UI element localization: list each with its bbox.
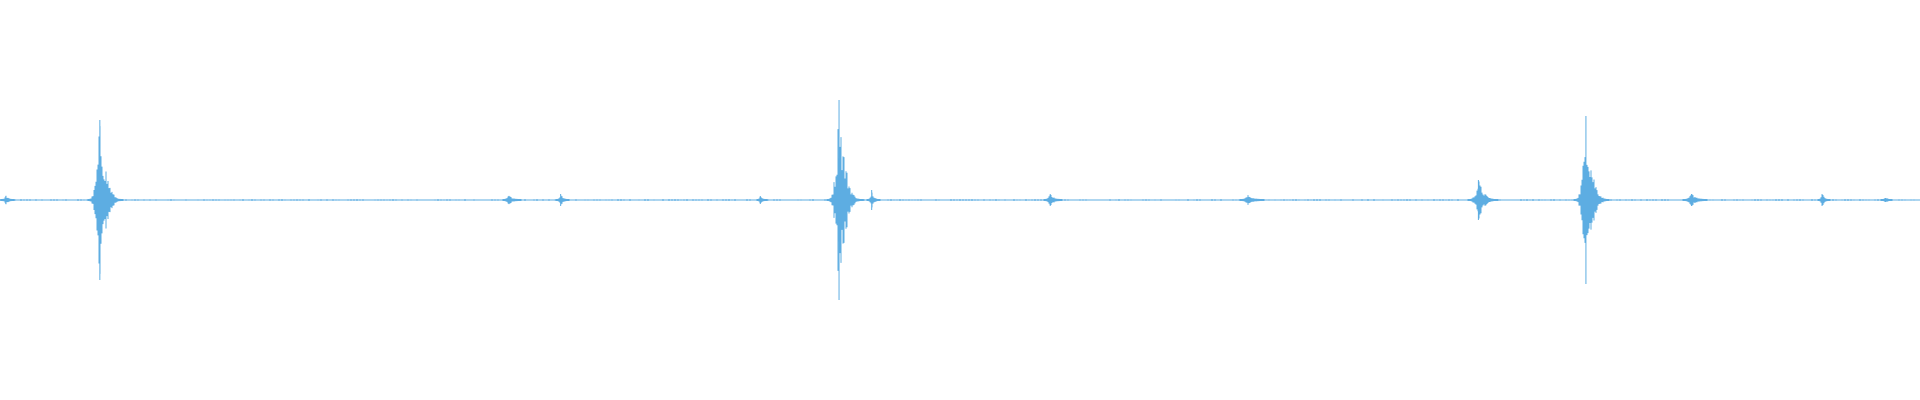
waveform-event-11: [1682, 194, 1708, 206]
waveform-event-1: [87, 120, 124, 280]
waveform-event-3: [555, 194, 570, 206]
waveform-event-13: [1881, 198, 1893, 202]
waveform-peaks: [0, 100, 1918, 300]
waveform-event-6: [866, 190, 881, 210]
waveform-event-7: [1043, 194, 1063, 206]
waveform-event-4: [756, 196, 768, 204]
waveform-event-12: [1817, 194, 1831, 206]
waveform-event-8: [1239, 195, 1265, 205]
waveform-event-0: [0, 195, 15, 205]
waveform-event-2: [502, 195, 522, 205]
waveform-event-9: [1467, 180, 1499, 220]
waveform-event-10: [1573, 116, 1610, 284]
waveform-event-5: [826, 100, 864, 300]
